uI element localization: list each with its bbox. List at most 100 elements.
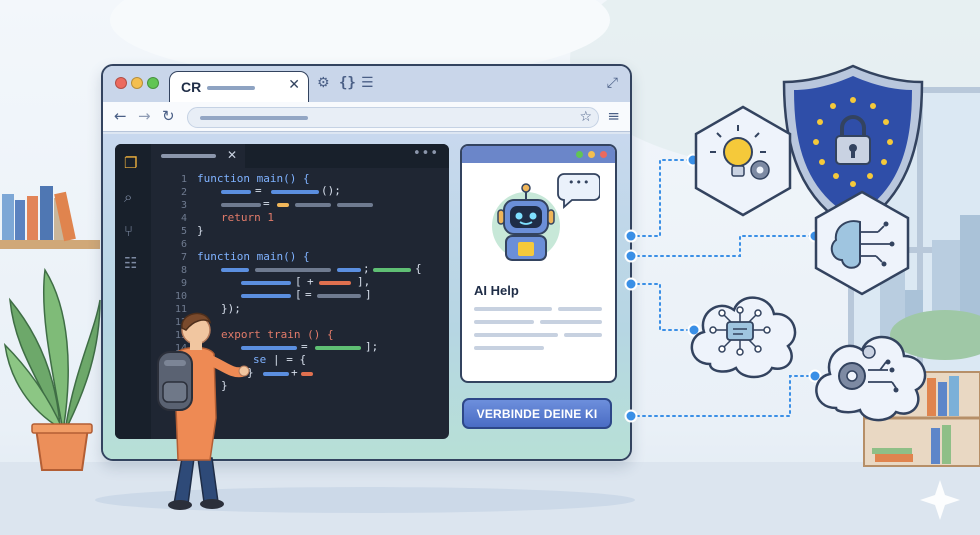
browser-titlebar: CR ✕ ⚙ {} ☰ ⤢ — [103, 66, 630, 102]
code-token-bar — [241, 294, 291, 298]
window-close-dot[interactable] — [115, 77, 127, 89]
line-number: 8 — [180, 265, 187, 276]
panel-dot — [600, 151, 607, 158]
bookmark-star-icon[interactable]: ☆ — [579, 109, 592, 125]
line-number: 9 — [180, 278, 187, 289]
code-line: function main() { — [197, 250, 310, 263]
url-field[interactable]: ☆ — [187, 107, 599, 128]
lightbulb-gear-icon — [694, 105, 792, 217]
more-icon[interactable]: ••• — [412, 146, 439, 161]
code-line: } — [221, 379, 228, 392]
code-fragment: = — [305, 288, 312, 301]
connector-node-dot — [624, 277, 638, 291]
code-operator: ; — [363, 262, 370, 275]
editor-tab-strip: ✕ ••• — [151, 144, 449, 168]
line-number: 6 — [180, 239, 187, 250]
code-token-bar — [373, 268, 411, 272]
panel-dot — [576, 151, 583, 158]
chat-network-cloud-icon — [690, 296, 797, 379]
code-fragment: + — [291, 366, 298, 379]
text-placeholder-line — [558, 307, 602, 311]
connector-node-dot — [687, 323, 701, 337]
code-line: }); — [221, 302, 241, 315]
editor-tab[interactable]: ✕ — [151, 144, 245, 168]
code-fragment: { — [415, 262, 422, 275]
code-line: return 1 — [221, 211, 274, 224]
code-token-bar — [221, 268, 249, 272]
search-icon[interactable]: ⌕ — [124, 188, 133, 206]
chat-bubble-text: ••• — [568, 176, 591, 189]
developer-character — [157, 312, 250, 510]
gear-circuit-cloud-icon — [815, 335, 927, 422]
code-editor: ❐ ⌕ ⑂ ☷ ✕ ••• 1 2 3 4 5 — [115, 144, 449, 439]
forward-arrow-icon[interactable]: → — [138, 107, 151, 125]
address-bar: ← → ↻ ☆ ≡ — [103, 102, 630, 132]
robot-avatar-icon — [492, 173, 600, 261]
code-token-bar — [221, 190, 251, 194]
tab-close-icon[interactable]: ✕ — [288, 77, 300, 93]
window-maximize-dot[interactable] — [147, 77, 159, 89]
line-number: 13 — [174, 330, 187, 341]
menu-icon[interactable]: ≡ — [607, 107, 620, 125]
gear-icon[interactable]: ⚙ — [317, 75, 330, 91]
code-token-bar — [295, 203, 331, 207]
text-placeholder-line — [540, 320, 602, 324]
code-line: function main() { — [197, 172, 310, 185]
tab-placeholder-line — [207, 86, 255, 90]
window-minimize-dot[interactable] — [131, 77, 143, 89]
code-token-bar — [271, 190, 319, 194]
connect-ai-button[interactable]: VERBINDE DEINE KI — [462, 398, 612, 429]
code-fragment: [ — [295, 288, 302, 301]
connector-node-dot — [624, 409, 638, 423]
text-placeholder-line — [474, 333, 558, 337]
code-token-bar — [255, 268, 331, 272]
code-token-bar — [221, 203, 261, 207]
code-token-bar — [301, 372, 313, 376]
text-placeholder-line — [474, 320, 534, 324]
line-number: 1 — [180, 174, 187, 185]
code-operator: = — [263, 197, 270, 210]
code-token-bar — [317, 294, 361, 298]
line-number: 12 — [174, 317, 187, 328]
code-fragment: + — [307, 275, 314, 288]
braces-icon[interactable]: {} — [339, 75, 356, 91]
code-line: } — [197, 224, 204, 237]
code-operator: = — [255, 184, 262, 197]
connector-node-dot — [624, 229, 638, 243]
line-number: 4 — [180, 213, 187, 224]
code-fragment: | = { — [273, 353, 307, 366]
code-token-bar — [319, 281, 351, 285]
line-number: 11 — [174, 304, 187, 315]
files-icon[interactable]: ❐ — [124, 154, 138, 172]
browser-tab[interactable]: CR ✕ — [169, 71, 309, 102]
ai-panel-header — [462, 146, 615, 163]
url-placeholder-line — [200, 116, 308, 120]
code-token-bar — [241, 281, 291, 285]
reload-icon[interactable]: ↻ — [162, 107, 175, 125]
code-token-bar — [337, 203, 373, 207]
panel-dot — [588, 151, 595, 158]
code-fragment: ] — [365, 288, 372, 301]
expand-icon[interactable]: ⤢ — [606, 75, 618, 91]
code-fragment: se — [253, 353, 267, 366]
list-icon[interactable]: ☷ — [124, 254, 138, 272]
line-number: 2 — [180, 187, 187, 198]
eu-shield-lock-icon — [782, 64, 924, 232]
brain-network-icon — [814, 190, 910, 296]
connector-node-dot — [808, 369, 822, 383]
line-number: 3 — [180, 200, 187, 211]
code-token-bar — [315, 346, 361, 350]
code-fragment: (); — [321, 184, 341, 197]
back-arrow-icon[interactable]: ← — [114, 107, 127, 125]
line-number: 7 — [180, 252, 187, 263]
code-token-bar — [241, 346, 297, 350]
editor-tab-placeholder — [161, 154, 216, 158]
lines-icon[interactable]: ☰ — [361, 75, 374, 91]
editor-tab-close-icon[interactable]: ✕ — [227, 148, 238, 162]
ai-panel-title: AI Help — [474, 283, 519, 298]
branch-icon[interactable]: ⑂ — [124, 222, 134, 240]
code-fragment: ]; — [365, 340, 379, 353]
line-number: 5 — [180, 226, 187, 237]
